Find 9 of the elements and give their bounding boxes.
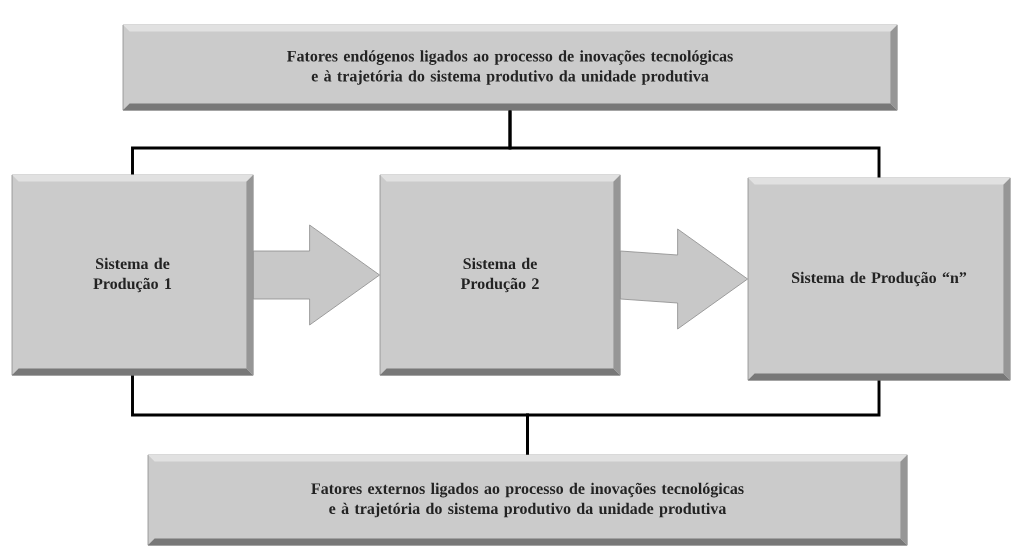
process-box: Sistema de Produção 2	[379, 174, 621, 376]
connector-line	[526, 380, 881, 455]
process-box: Sistema de Produção “n”	[747, 177, 1011, 381]
process-box: Sistema de Produção 1	[11, 174, 254, 376]
process-box: Fatores externos ligados ao processo de inovações tecnológicas e à trajetória do sistema produtivo da unidade produtiva	[147, 454, 908, 546]
connector-line	[508, 110, 881, 178]
process-box: Fatores endógenos ligados ao processo de inovações tecnológicas e à trajetória do sistema produtivo da unidade produtiva	[122, 24, 898, 111]
block-arrow	[620, 228, 748, 330]
block-arrow	[253, 224, 380, 326]
